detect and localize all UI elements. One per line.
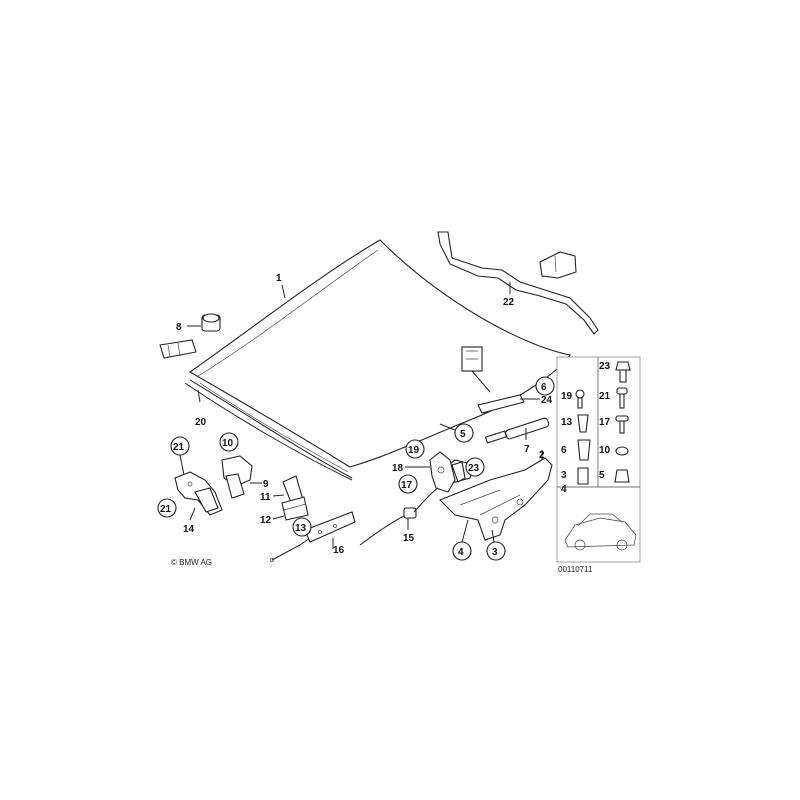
leader-11 xyxy=(272,494,285,497)
copyright-text: © BMW AG xyxy=(171,558,212,567)
gas-strut-bracket xyxy=(477,394,525,414)
leader-21a xyxy=(179,454,185,476)
callout-17-ring xyxy=(398,474,418,494)
leader-3 xyxy=(491,529,495,543)
profile-seal xyxy=(461,346,483,372)
gas-strut xyxy=(484,417,550,444)
callout-17: 17 xyxy=(401,480,413,491)
callout-15: 15 xyxy=(403,533,415,544)
leader-4 xyxy=(461,519,469,543)
callout-16: 16 xyxy=(333,545,345,556)
callout-23-ring xyxy=(465,457,485,477)
callout-6: 6 xyxy=(541,382,547,393)
hood-lock xyxy=(221,455,309,521)
leader-14 xyxy=(189,507,196,521)
lock-cable xyxy=(270,511,356,562)
callout-20: 20 xyxy=(195,417,207,428)
hinge-bracket xyxy=(429,451,466,493)
panel-label-23: 23 xyxy=(599,361,611,372)
callout-13-ring xyxy=(292,517,312,537)
callout-19: 19 xyxy=(408,445,420,456)
panel-label-19: 19 xyxy=(561,391,573,402)
callout-24: 24 xyxy=(541,395,553,406)
panel-label-4: 4 xyxy=(561,484,567,495)
callout-6-ring xyxy=(535,376,555,396)
release-cable xyxy=(359,487,439,546)
callout-3-ring xyxy=(486,541,506,561)
callout-21a: 21 xyxy=(173,442,185,453)
callout-12: 12 xyxy=(260,515,272,526)
panel-label-5: 5 xyxy=(599,470,605,481)
leader-1 xyxy=(281,284,286,299)
callout-10: 10 xyxy=(222,438,234,449)
safety-catch xyxy=(174,471,223,516)
callout-8: 8 xyxy=(176,322,182,333)
callout-2: 2 xyxy=(539,450,545,461)
callout-23: 23 xyxy=(468,463,480,474)
callout-9: 9 xyxy=(263,479,269,490)
callout-14: 14 xyxy=(183,524,195,535)
callout-13: 13 xyxy=(295,523,307,534)
callout-18: 18 xyxy=(392,463,404,474)
callout-11: 11 xyxy=(260,492,271,503)
callout-7: 7 xyxy=(524,444,530,455)
panel-label-13: 13 xyxy=(561,417,573,428)
rear-seal-bar xyxy=(437,231,599,335)
callout-5: 5 xyxy=(460,429,466,440)
callout-21b: 21 xyxy=(160,504,172,515)
leader-12 xyxy=(272,515,285,520)
fastener-panel xyxy=(556,356,641,563)
hood-panel xyxy=(188,239,571,479)
callout-21b-ring xyxy=(157,498,177,518)
callout-22: 22 xyxy=(503,297,515,308)
leader-profile xyxy=(471,370,491,393)
rubber-buffer xyxy=(201,313,221,332)
diagram-id: 00110711 xyxy=(558,565,593,574)
panel-label-6: 6 xyxy=(561,445,567,456)
leader-20 xyxy=(197,389,201,403)
callout-5-ring xyxy=(454,423,474,443)
callout-1: 1 xyxy=(276,273,282,284)
panel-label-21: 21 xyxy=(599,391,611,402)
leader-5 xyxy=(439,423,456,431)
panel-label-10: 10 xyxy=(599,445,611,456)
panel-label-17: 17 xyxy=(599,417,611,428)
callout-10-ring xyxy=(219,432,239,452)
seal-strip xyxy=(159,339,353,481)
callout-19-ring xyxy=(405,439,425,459)
panel-label-3: 3 xyxy=(561,470,567,481)
callout-3: 3 xyxy=(492,547,498,558)
callout-4: 4 xyxy=(458,547,464,558)
